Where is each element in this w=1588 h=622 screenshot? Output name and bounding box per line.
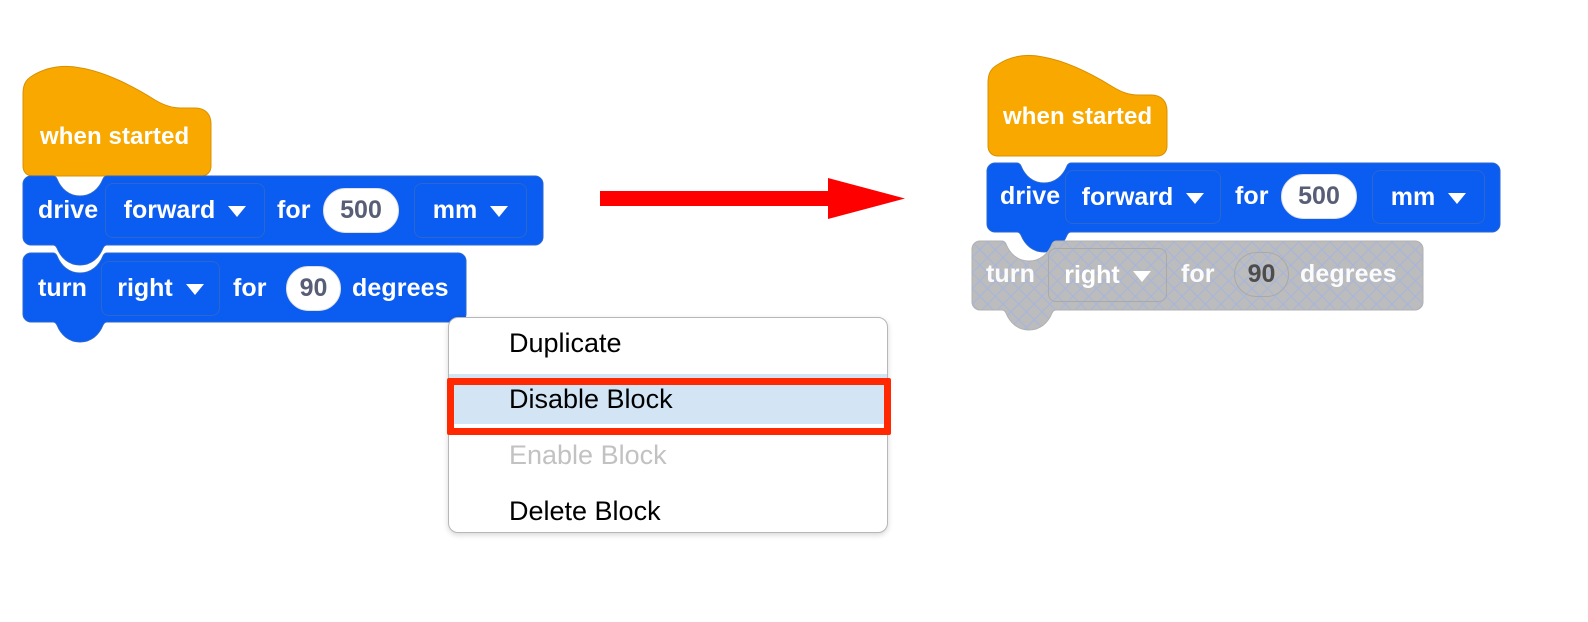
turn-angle-input[interactable]: 90 xyxy=(286,266,341,311)
drive-label: drive xyxy=(1000,182,1061,210)
menu-item-label: Delete Block xyxy=(509,495,661,526)
turn-for-label: for xyxy=(1181,260,1215,288)
when-started-label: when started xyxy=(40,123,190,150)
drive-for-label: for xyxy=(1235,182,1269,210)
when-started-hat-shape[interactable] xyxy=(22,65,223,178)
drive-distance-input[interactable]: 500 xyxy=(1281,174,1357,219)
drive-direction-value: forward xyxy=(123,196,216,224)
drive-direction-dropdown[interactable]: forward xyxy=(1065,170,1221,224)
chevron-down-icon xyxy=(185,284,204,295)
drive-units-dropdown[interactable]: mm xyxy=(1372,170,1485,224)
turn-angle-input[interactable]: 90 xyxy=(1234,252,1289,297)
turn-direction-value: right xyxy=(117,274,173,302)
menu-item-label: Duplicate xyxy=(509,327,622,358)
menu-item-enable-block: Enable Block xyxy=(449,430,887,480)
drive-direction-value: forward xyxy=(1081,182,1174,211)
drive-label: drive xyxy=(38,196,99,224)
drive-distance-value: 500 xyxy=(340,196,382,224)
drive-units-dropdown[interactable]: mm xyxy=(414,183,527,238)
drive-for-label: for xyxy=(277,196,311,224)
when-started-label: when started xyxy=(1003,103,1153,130)
menu-item-label: Enable Block xyxy=(509,439,667,470)
chevron-down-icon xyxy=(490,206,509,217)
turn-label: turn xyxy=(986,260,1035,288)
menu-item-disable-block[interactable]: Disable Block xyxy=(449,374,887,424)
drive-distance-value: 500 xyxy=(1298,182,1340,210)
turn-label: turn xyxy=(38,274,87,302)
turn-direction-dropdown[interactable]: right xyxy=(101,261,220,316)
turn-degrees-label: degrees xyxy=(352,274,449,302)
chevron-down-icon xyxy=(228,206,247,217)
menu-item-label: Disable Block xyxy=(509,383,673,414)
drive-direction-dropdown[interactable]: forward xyxy=(105,183,265,238)
menu-item-delete-block[interactable]: Delete Block xyxy=(449,486,887,532)
transition-arrow xyxy=(600,178,905,219)
drive-distance-input[interactable]: 500 xyxy=(323,188,399,233)
turn-for-label: for xyxy=(233,274,267,302)
chevron-down-icon xyxy=(1132,270,1151,282)
turn-degrees-label: degrees xyxy=(1300,260,1397,288)
turn-direction-value: right xyxy=(1064,260,1120,289)
menu-item-duplicate[interactable]: Duplicate xyxy=(449,318,887,368)
chevron-down-icon xyxy=(1186,192,1205,204)
chevron-down-icon xyxy=(1448,192,1467,204)
drive-units-value: mm xyxy=(1390,182,1436,211)
block-context-menu[interactable]: Duplicate Disable Block Enable Block Del… xyxy=(448,317,888,533)
turn-direction-dropdown[interactable]: right xyxy=(1048,248,1167,302)
turn-angle-value: 90 xyxy=(1247,260,1276,288)
turn-angle-value: 90 xyxy=(299,274,328,302)
drive-units-value: mm xyxy=(432,196,478,224)
